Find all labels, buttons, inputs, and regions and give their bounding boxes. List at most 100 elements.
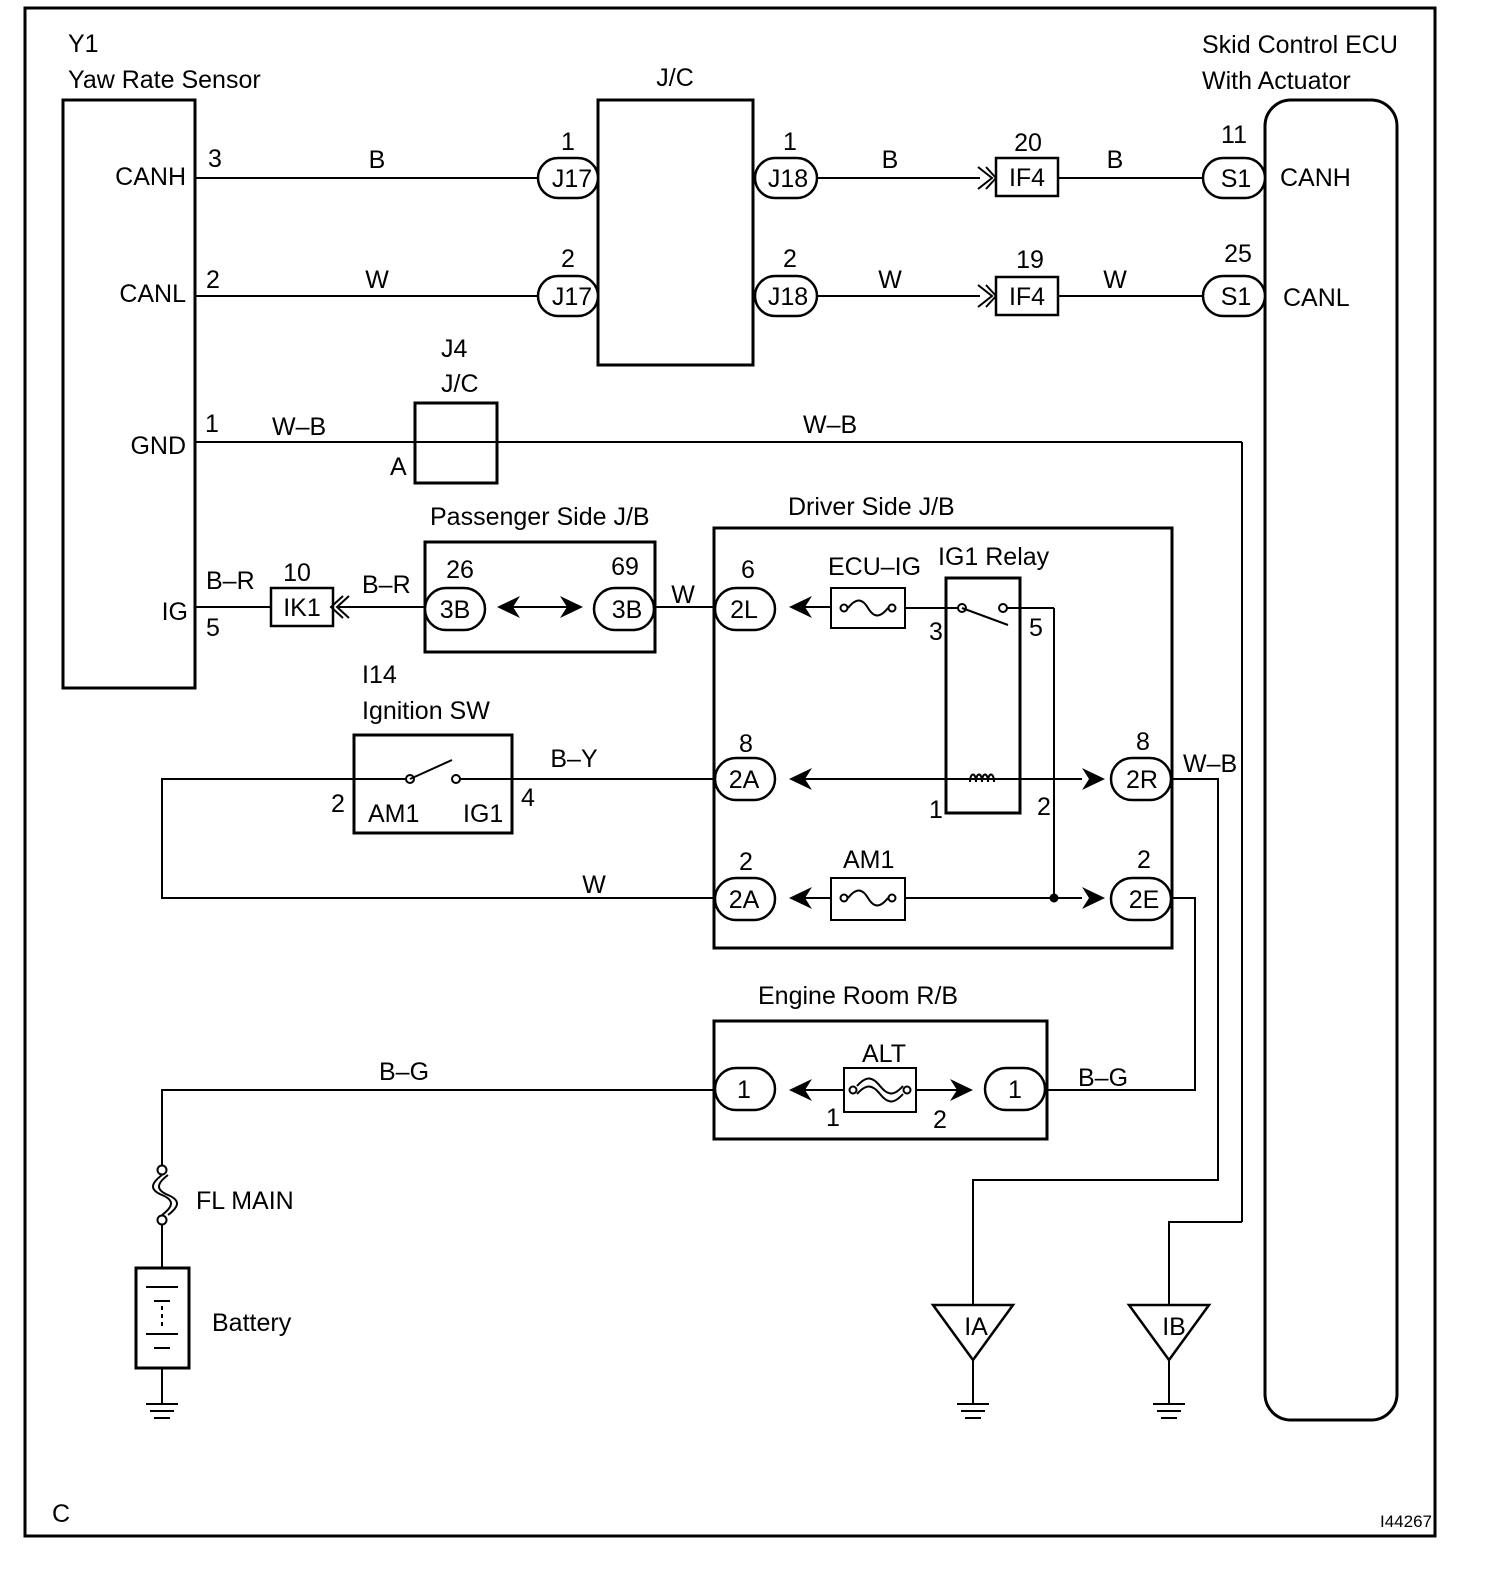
ecu-ig-fuse-element: [847, 599, 889, 617]
conn-label-2a-bottom: 2A: [729, 886, 760, 914]
wire-color-canl-left: W: [365, 266, 389, 294]
jc-pin-right-1: 1: [783, 128, 797, 156]
relay-switch-arm: [961, 607, 1009, 626]
ignition-sw-name: Ignition SW: [362, 697, 490, 725]
arrow-erb-left: [789, 1079, 812, 1101]
if4-pin-top: 20: [1014, 129, 1042, 157]
engine-room-rb: Engine Room R/B 1 ALT 1 1 2 B–G: [712, 982, 1128, 1141]
passenger-jb-name: Passenger Side J/B: [430, 503, 650, 531]
ik1-label: IK1: [283, 594, 321, 622]
arrow-2l: [789, 596, 812, 618]
connector-3b-right: [592, 586, 656, 632]
pin-2l: 6: [741, 556, 755, 584]
ecu-pin-canl: CANL: [1283, 284, 1350, 312]
am1-fuse-element: [847, 889, 889, 907]
passenger-jb-pin-left: 26: [446, 556, 474, 584]
arrow-2a-bottom: [789, 887, 812, 909]
wire-2e-to-alt: [1047, 897, 1196, 1091]
arrow-if4-canh: [977, 166, 994, 190]
arrow-2r: [1082, 768, 1105, 790]
jc-pin-left-2: 2: [561, 245, 575, 273]
arrow-3b-right: [560, 596, 583, 618]
ground-circuit: J4 J/C A W–B W–B: [196, 335, 1243, 1305]
alt-fuse-term-1: [848, 1085, 858, 1095]
conn-label-3b-left: 3B: [440, 596, 471, 624]
j4-code: J4: [441, 335, 468, 363]
arrow-3b-left: [497, 596, 520, 618]
conn-label-s1-canl: S1: [1221, 283, 1252, 311]
conn-label-j18-canl: J18: [768, 283, 808, 311]
fl-main-element-1: [152, 1174, 172, 1216]
pin-2a-bottom: 2: [739, 848, 753, 876]
conn-label-2e: 2E: [1129, 886, 1160, 914]
wire-color-gnd-right: W–B: [803, 411, 857, 439]
pin-2e: 2: [1137, 846, 1151, 874]
yaw-pin-ig: IG: [162, 598, 188, 626]
wire-color-canh-right: B: [1107, 146, 1124, 174]
relay-pin-5: 5: [1029, 614, 1043, 642]
connector-2l: [713, 586, 777, 632]
battery-circuit: B–G FL MAIN Battery: [134, 1058, 715, 1419]
relay-pin-3: 3: [929, 618, 943, 646]
fl-main-element-2: [158, 1174, 178, 1216]
ignition-switch: I14 Ignition SW AM1 IG1 2 4 B–Y W: [161, 661, 715, 899]
jc-pin-left-1: 1: [561, 128, 575, 156]
if4-box-canl: [994, 275, 1060, 317]
wire-color-ig-left: B–R: [206, 567, 255, 595]
wire-2r-to-ia: [972, 778, 1219, 1305]
if4-label-canh: IF4: [1009, 164, 1045, 192]
ign-contact-2: [451, 774, 461, 784]
splice-am1: [1049, 893, 1059, 903]
ign-pin-left: 2: [331, 790, 345, 818]
conn-label-j18-canh: J18: [768, 165, 808, 193]
ecu-pin-num-canh: 11: [1221, 121, 1247, 149]
yaw-sensor-box: [61, 98, 197, 690]
conn-label-erb-right: 1: [1008, 1076, 1022, 1104]
alt-fuse-element-1: [856, 1077, 904, 1095]
conn-label-erb-left: 1: [737, 1076, 751, 1104]
wire-color-alt-out: B–G: [1078, 1064, 1128, 1092]
ign-pin-right: 4: [521, 784, 535, 812]
fl-main-term-bottom: [156, 1214, 168, 1226]
ig1-relay-label: IG1 Relay: [938, 543, 1050, 571]
ign-term-ig1: IG1: [463, 800, 503, 828]
jc-pin-right-2: 2: [783, 245, 797, 273]
connector-2r: [1109, 756, 1173, 802]
connector-s1-canh: [1201, 156, 1267, 200]
wire-ign-in: [161, 778, 715, 899]
ecu-pin-canh: CANH: [1280, 164, 1351, 192]
yaw-rate-sensor: Y1 Yaw Rate Sensor CANH CANL GND IG 3 2 …: [61, 30, 261, 690]
ground-ia-label: IA: [964, 1313, 988, 1341]
yaw-pin-canh: CANH: [115, 163, 186, 191]
arrow-2a-top: [789, 768, 812, 790]
am1-fuse-term-2: [887, 893, 897, 903]
passenger-jb-box: [423, 540, 657, 654]
if4-label-canl: IF4: [1009, 283, 1045, 311]
yaw-sensor-code: Y1: [68, 30, 99, 58]
page-frame: [23, 6, 1437, 1538]
wire-color-battery: B–G: [379, 1058, 429, 1086]
relay-contact-2: [998, 603, 1008, 613]
ground-point-ia: IA: [930, 1303, 1016, 1419]
jb-right-wires: W–B: [972, 750, 1237, 1305]
wire-color-ig-mid: B–R: [362, 571, 411, 599]
conn-label-2l: 2L: [730, 596, 758, 624]
yaw-pin-num-canh: 3: [208, 145, 222, 173]
ground-ib-triangle: [1126, 1303, 1212, 1363]
ik1-box: [269, 586, 335, 628]
junction-connector-jc: J/C 1 2 1 2 J17 J17 J18 J18: [536, 64, 819, 367]
ign-switch-arm: [409, 759, 453, 780]
ignition-sw-code: I14: [362, 661, 397, 689]
ground-ia-triangle: [930, 1303, 1016, 1363]
ecu-name-line2: With Actuator: [1202, 67, 1351, 95]
am1-fuse-label: AM1: [843, 846, 894, 874]
alt-pin-2: 2: [933, 1106, 947, 1134]
ignition-sw-box: [352, 733, 514, 835]
jc-label: J/C: [656, 64, 694, 92]
ground-ib-label: IB: [1162, 1313, 1186, 1341]
wire-gnd-to-ib: [1168, 1221, 1242, 1305]
driver-jb-box: [712, 526, 1174, 950]
fl-main-label: FL MAIN: [196, 1187, 294, 1215]
conn-label-j17-canh: J17: [552, 165, 592, 193]
relay-pin-1: 1: [929, 796, 943, 824]
